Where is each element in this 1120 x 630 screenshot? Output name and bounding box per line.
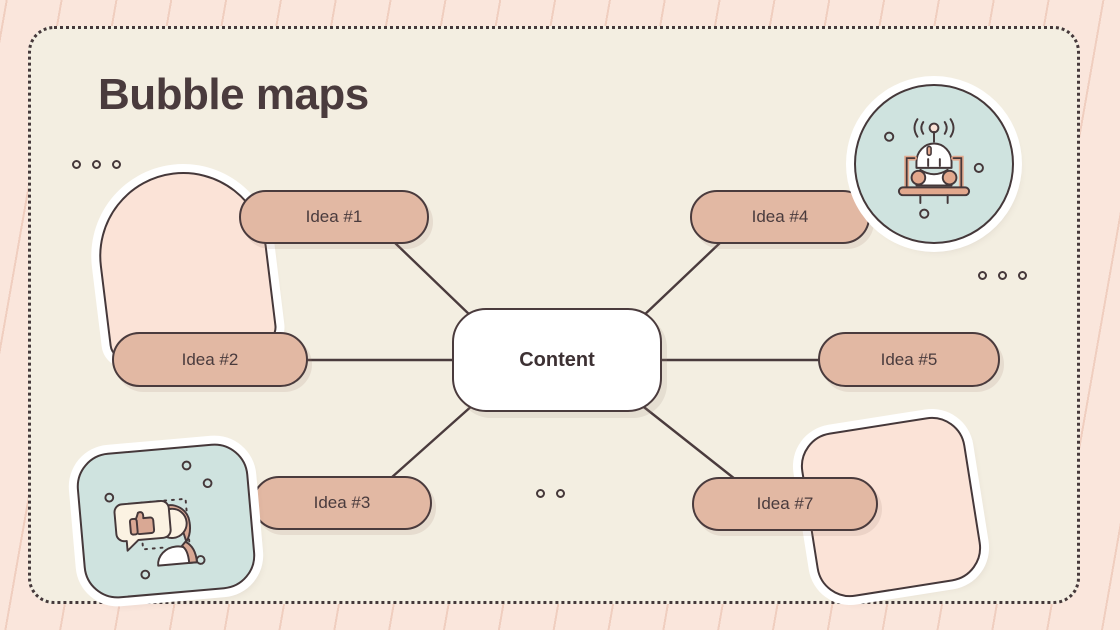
node-idea-1[interactable]: Idea #1 [239,190,429,244]
donut-dot-icon [536,489,545,498]
link-content-idea4 [639,239,724,320]
page-title: Bubble maps [98,70,369,119]
donut-dot-icon [978,271,987,280]
link-content-idea1 [391,239,475,320]
dot-cluster-right [978,271,1027,280]
donut-dot-icon [112,160,121,169]
dot-cluster-bottom [536,489,565,498]
node-idea-4[interactable]: Idea #4 [690,190,870,244]
dot-cluster-top-left [72,160,121,169]
donut-dot-icon [1018,271,1027,280]
donut-dot-icon [92,160,101,169]
link-content-idea3 [380,402,476,488]
link-content-idea7 [638,402,742,485]
person-thumbs-up-icon [73,440,259,602]
donut-dot-icon [556,489,565,498]
donut-dot-icon [72,160,81,169]
robot-broadcast-icon [854,84,1014,244]
node-idea-3[interactable]: Idea #3 [252,476,432,530]
donut-dot-icon [998,271,1007,280]
node-content-center[interactable]: Content [452,308,662,412]
node-idea-7[interactable]: Idea #7 [692,477,878,531]
node-idea-2[interactable]: Idea #2 [112,332,308,387]
node-idea-5[interactable]: Idea #5 [818,332,1000,387]
